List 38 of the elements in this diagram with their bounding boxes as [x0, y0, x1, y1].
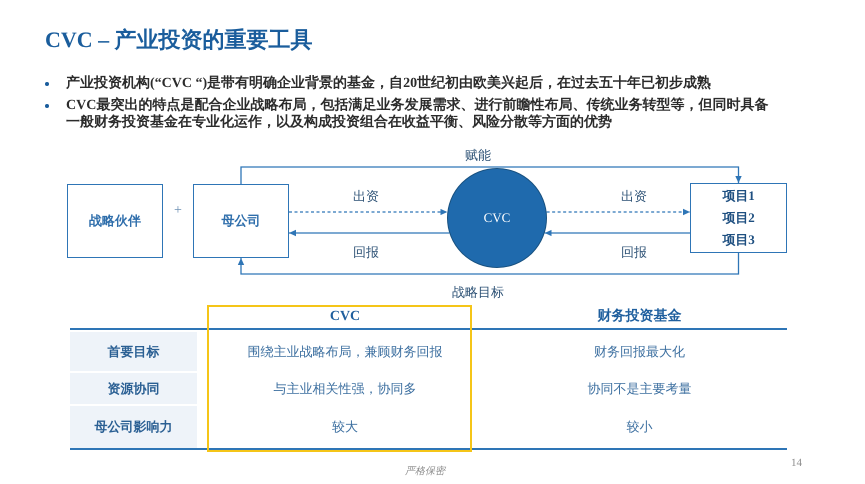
- edge-label: 出资: [619, 190, 649, 202]
- node-label: 项目2: [722, 209, 755, 227]
- row-header: 资源协同: [70, 373, 197, 404]
- plus-sign: +: [174, 202, 182, 220]
- table-text: 较大: [332, 418, 358, 436]
- process-box: [193, 184, 289, 258]
- edge-label: 战略目标: [450, 286, 506, 298]
- arrow: [546, 208, 690, 216]
- node-label: 项目1: [722, 187, 755, 205]
- arrow: [289, 208, 448, 216]
- footer-note: 严格保密: [405, 464, 445, 479]
- project-list-box: [690, 183, 787, 253]
- edge-label: 回报: [351, 246, 381, 258]
- edge-label: 赋能: [463, 148, 493, 162]
- edge-label: 回报: [619, 246, 649, 258]
- table-text: 协同不是主要考量: [588, 380, 692, 398]
- table-text: 较小: [626, 418, 652, 436]
- column-header: 财务投资基金: [598, 307, 682, 326]
- table-text: 围绕主业战略布局，兼顾财务回报: [248, 342, 442, 361]
- node-label: 战略伙伴: [89, 212, 141, 230]
- node-label: CVC: [484, 209, 510, 228]
- process-box: [67, 184, 163, 258]
- arrow: [240, 166, 742, 184]
- column-header: CVC: [330, 308, 360, 326]
- slide-title: CVC – 产业投资的重要工具: [45, 29, 313, 51]
- row-header: 母公司影响力: [70, 406, 197, 448]
- arrow: [238, 253, 740, 275]
- row-header: 首要目标: [70, 332, 197, 371]
- bullet-text: CVC最突出的特点是配合企业战略布局，包括满足业务发展需求、进行前瞻性布局、传统业务转型等，但同时具备一般财务投资基金在专业化运作，以及构成投资组合在收益平衡、风险分散等方面的优势: [66, 97, 770, 131]
- edge-label: 出资: [351, 190, 381, 202]
- arrow: [544, 230, 690, 236]
- page-number: 14: [791, 456, 802, 471]
- node-label: 母公司: [222, 212, 260, 230]
- table-text: 与主业相关性强，协同多: [274, 380, 416, 398]
- table-text: 财务回报最大化: [594, 342, 685, 361]
- bullet-text: 产业投资机构(“CVC “)是带有明确企业背景的基金，自20世纪初由欧美兴起后，在过去五十年已初步成熟: [66, 75, 712, 92]
- node-label: 项目3: [722, 231, 755, 249]
- arrow: [289, 230, 450, 236]
